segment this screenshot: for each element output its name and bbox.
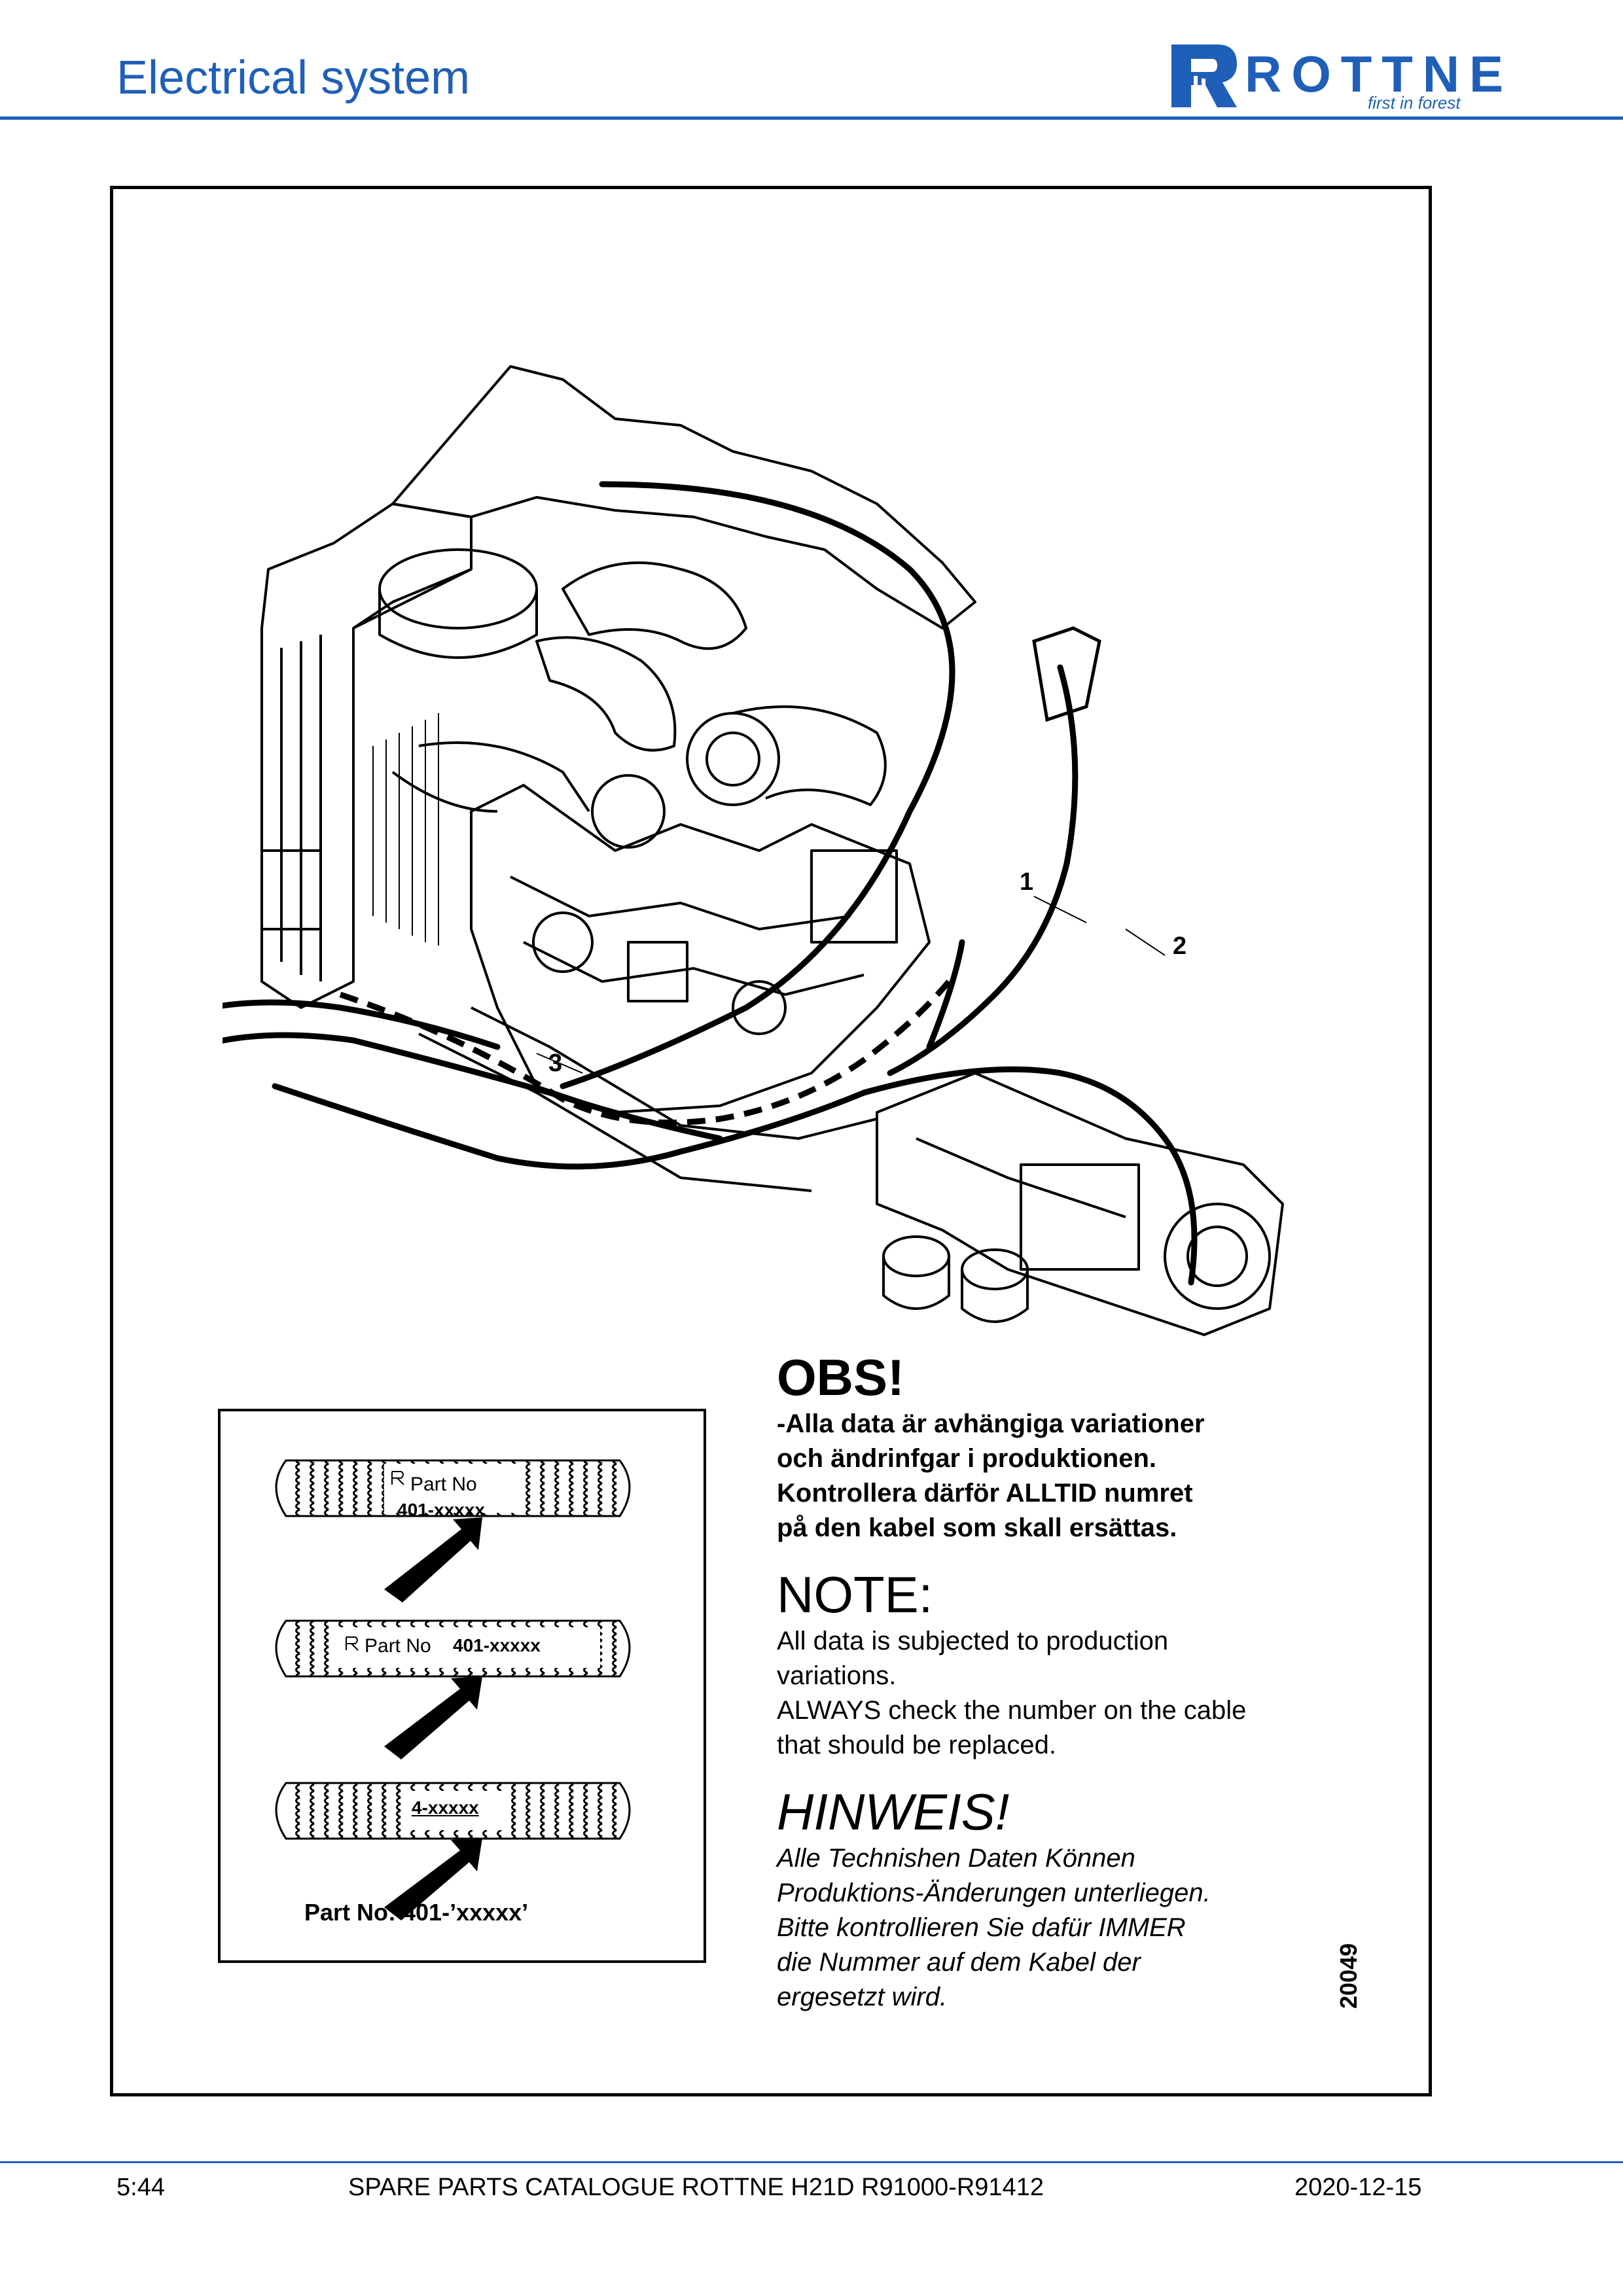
drawing-ref-number: 20049 <box>1335 1943 1362 2009</box>
obs-line: Kontrollera därför ALLTID numret <box>777 1479 1193 1508</box>
page-title: Electrical system <box>116 52 471 104</box>
footer-page-number: 5:44 <box>116 2174 165 2201</box>
note-line: ALWAYS check the number on the cable <box>777 1696 1247 1725</box>
label3-number: 4-xxxxx <box>412 1797 479 1818</box>
footer-divider <box>0 2161 1623 2163</box>
rottne-logo: ROTTNE first in forest <box>1171 44 1503 111</box>
hinweis-line: Alle Technishen Daten Können <box>777 1844 1135 1873</box>
label1-number: 401-xxxxx <box>397 1500 485 1520</box>
hinweis-line: die Nummer auf dem Kabel der <box>777 1948 1141 1977</box>
cable-label-inset: Part No 401-xxxxx Part No 401-xxxxx 4-xx… <box>218 1409 706 1963</box>
callout-2: 2 <box>1173 932 1187 960</box>
engine-wiring-drawing <box>223 365 1284 1336</box>
footer-date: 2020-12-15 <box>1294 2174 1422 2201</box>
header-divider <box>0 116 1623 120</box>
note-heading: NOTE: <box>777 1566 933 1623</box>
footer-catalogue-title: SPARE PARTS CATALOGUE ROTTNE H21D R91000… <box>348 2174 1044 2201</box>
note-line: that should be replaced. <box>777 1731 1056 1759</box>
label1-part-no: Part No <box>410 1474 477 1495</box>
label2-part-no: Part No <box>365 1635 431 1657</box>
note-line: All data is subjected to production <box>777 1627 1169 1655</box>
obs-line: på den kabel som skall ersättas. <box>777 1513 1177 1542</box>
inset-caption: Part No: 401-’xxxxx’ <box>304 1899 529 1926</box>
callout-3: 3 <box>548 1050 563 1077</box>
hinweis-text: Alle Technishen Daten Können Produktions… <box>777 1841 1366 2015</box>
obs-line: -Alla data är avhängiga variationer <box>777 1409 1205 1438</box>
hinweis-line: ergesetzt wird. <box>777 1983 948 2011</box>
hinweis-line: Bitte kontrollieren Sie dafür IMMER <box>777 1913 1186 1942</box>
logo-tagline: first in forest <box>1368 93 1461 111</box>
label2-number: 401-xxxxx <box>453 1635 541 1655</box>
obs-heading: OBS! <box>777 1349 904 1406</box>
obs-text: -Alla data är avhängiga variationer och … <box>777 1407 1366 1545</box>
callout-1: 1 <box>1020 868 1034 896</box>
hinweis-line: Produktions-Änderungen unterliegen. <box>777 1879 1211 1907</box>
notes-block: OBS! -Alla data är avhängiga variationer… <box>777 1348 1366 2015</box>
note-line: variations. <box>777 1661 897 1690</box>
cable-label-illustrations <box>275 1459 631 1920</box>
obs-line: och ändrinfgar i produktionen. <box>777 1444 1156 1473</box>
hinweis-heading: HINWEIS! <box>777 1783 1010 1841</box>
note-text: All data is subjected to production vari… <box>777 1624 1366 1763</box>
figure-frame <box>110 186 1432 2096</box>
